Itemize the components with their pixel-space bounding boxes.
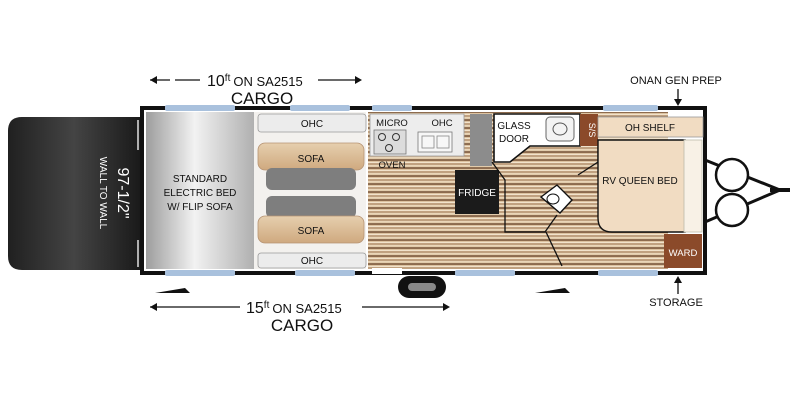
propane-tank-icon <box>714 157 750 193</box>
onan-gen-prep-label: ONAN GEN PREP <box>630 75 722 87</box>
bath-wall-line <box>491 161 558 233</box>
cargo-area <box>146 112 254 269</box>
partition-wall <box>470 114 492 166</box>
arrow-down-icon <box>674 99 682 106</box>
window <box>603 105 658 111</box>
storage-label: STORAGE <box>649 297 703 309</box>
electric-bed-line2: ELECTRIC BED <box>164 188 237 199</box>
window <box>290 105 350 111</box>
oh-shelf-label: OH SHELF <box>625 123 675 134</box>
oven-label: OVEN <box>379 160 406 171</box>
bed-headboard <box>683 139 703 233</box>
shower-sink-block <box>580 114 598 146</box>
entry-door <box>372 268 402 274</box>
fridge <box>455 170 499 214</box>
sofa-bottom-back <box>257 215 365 244</box>
sofa-bottom-label: SOFA <box>298 226 325 237</box>
sofa-zone <box>254 112 366 269</box>
rear-ramp-door <box>8 117 140 270</box>
burner-icon <box>385 144 393 152</box>
toilet-bowl-icon <box>546 193 560 205</box>
ward-label: WARD <box>669 248 698 259</box>
window <box>598 270 658 276</box>
wheel-hub-icon <box>408 283 436 291</box>
queen-bed <box>597 139 686 233</box>
sofa-top-seat <box>266 168 356 190</box>
stove <box>373 129 407 155</box>
window <box>372 105 412 111</box>
arrow-right-icon <box>355 76 362 84</box>
toilet-icon <box>539 184 573 214</box>
rear-width-value: 97-1/2" <box>114 167 131 218</box>
glass-door-line1: GLASS <box>497 121 531 132</box>
arrow-left-icon <box>150 303 157 311</box>
rv-queen-bed-label: RV QUEEN BED <box>602 176 677 187</box>
shower-sink-label: S/S <box>587 123 597 138</box>
sofa-top-label: SOFA <box>298 154 325 165</box>
sink-basin-icon <box>436 135 450 149</box>
sink-basin-icon <box>421 135 435 149</box>
top-cargo-label: CARGO <box>231 89 293 108</box>
window <box>165 270 235 276</box>
ohc-top-mid-label: OHC <box>431 118 452 129</box>
arrow-left-icon <box>150 76 157 84</box>
micro-label: MICRO <box>376 118 408 129</box>
arrow-up-icon <box>674 276 682 283</box>
ohc-bottom-label: OHC <box>301 256 323 267</box>
stabilizer-jack <box>535 288 570 293</box>
ohc-top-left-label: OHC <box>301 119 323 130</box>
glass-door-line2: DOOR <box>499 134 529 145</box>
rear-width-label: WALL TO WALL <box>97 157 108 230</box>
burner-icon <box>392 133 400 141</box>
stabilizer-jack <box>155 288 190 293</box>
propane-tank-icon <box>714 192 750 228</box>
fridge-label: FRIDGE <box>458 188 496 199</box>
kitchen-sink <box>417 131 453 153</box>
electric-bed-line1: STANDARD <box>173 174 227 185</box>
sofa-bottom-seat <box>266 196 356 218</box>
basin-icon <box>552 122 568 136</box>
ohc-top-left <box>257 113 367 133</box>
bottom-cargo-label: CARGO <box>271 316 333 335</box>
window <box>165 105 235 111</box>
window <box>455 270 515 276</box>
arrow-right-icon <box>443 303 450 311</box>
bath-wall-line <box>545 231 563 267</box>
ohc-bottom <box>257 252 367 269</box>
electric-bed-line3: W/ FLIP SOFA <box>167 202 233 213</box>
oh-shelf <box>597 116 704 138</box>
window <box>295 270 355 276</box>
wardrobe <box>664 234 702 268</box>
burner-icon <box>378 133 386 141</box>
bath-sink <box>545 116 575 142</box>
